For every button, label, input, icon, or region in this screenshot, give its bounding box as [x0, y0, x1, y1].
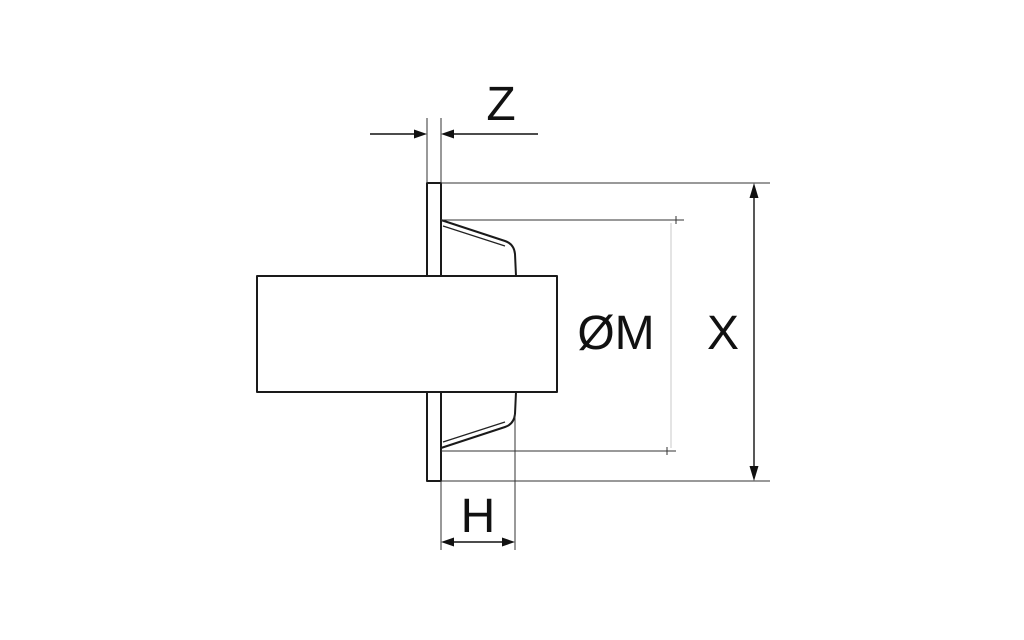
m-label: ØM [577, 307, 654, 360]
flange-plate-lower [426, 391, 442, 482]
x-arrow-top [749, 183, 759, 198]
flange-plate-upper [426, 182, 442, 277]
cone-shell-upper [440, 219, 517, 277]
x-label: X [707, 307, 739, 360]
z-label: Z [486, 78, 515, 131]
cone-shell-lower [440, 391, 517, 449]
h-label: H [461, 490, 496, 543]
h-arrow-right [502, 537, 515, 547]
h-arrow-left [441, 537, 454, 547]
z-arrow-right [441, 129, 454, 139]
cone-inner-line-lower [442, 421, 506, 443]
duct-body [256, 275, 558, 393]
x-arrow-bottom [749, 466, 759, 481]
cone-inner-line-upper [442, 225, 506, 247]
z-arrow-left [414, 129, 427, 139]
